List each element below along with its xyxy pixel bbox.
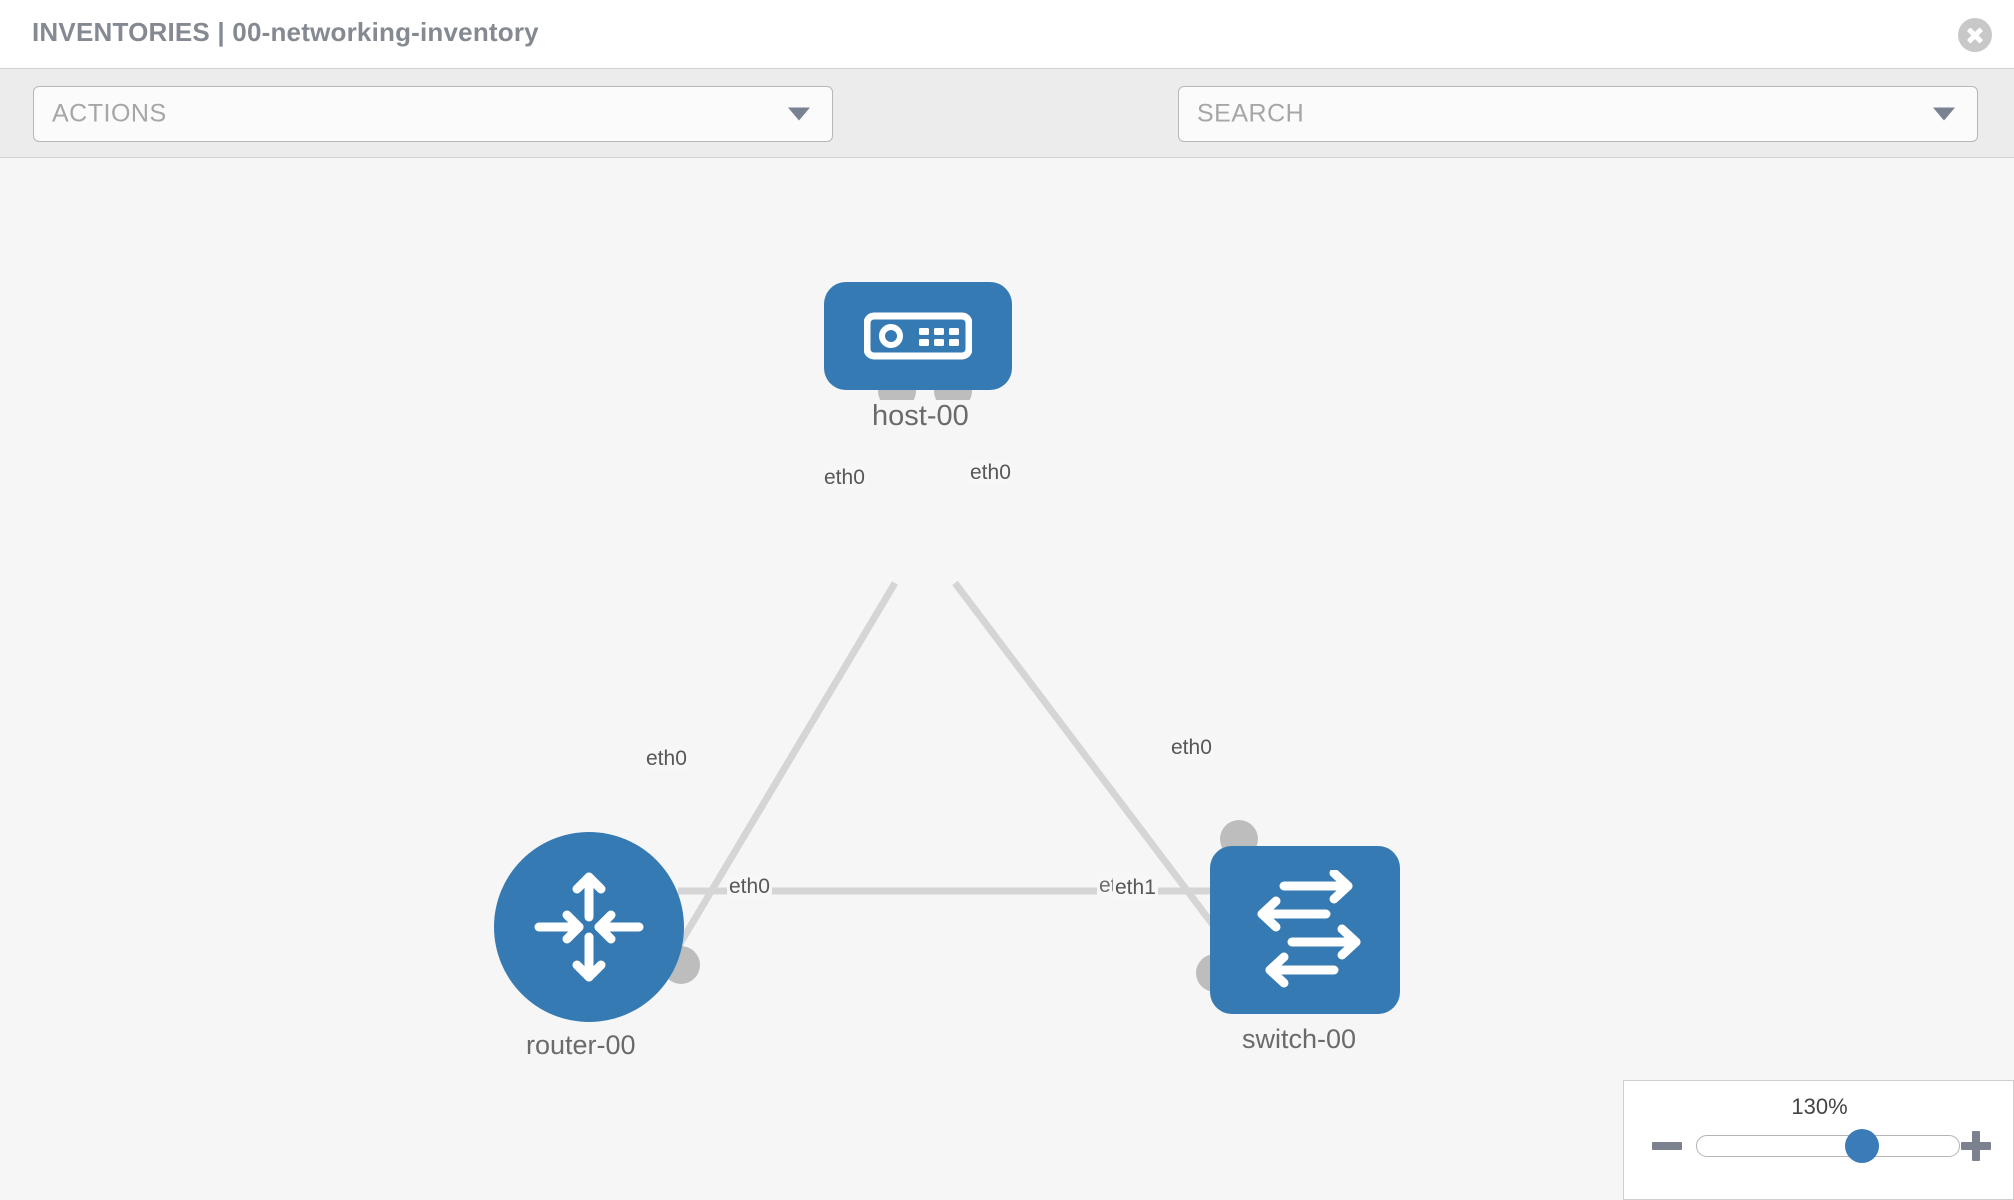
port-label-switch-top: eth0 (1169, 736, 1214, 760)
actions-dropdown-label: ACTIONS (52, 99, 167, 128)
search-dropdown[interactable]: SEARCH (1178, 86, 1978, 142)
zoom-in-button[interactable] (1959, 1129, 1993, 1163)
node-label-router: router-00 (524, 1030, 638, 1061)
toolbar: ACTIONS SEARCH (0, 68, 2014, 199)
zoom-slider-track[interactable] (1696, 1135, 1960, 1157)
link-host-router[interactable] (646, 581, 899, 996)
topology-canvas[interactable]: host-00 eth0 eth0 eth0 eth0 (0, 158, 2014, 1200)
link-host-switch[interactable] (952, 580, 1241, 961)
zoom-control-panel: 130% (1623, 1080, 2014, 1200)
chevron-down-icon (1933, 107, 1955, 121)
port-label-switch-left: eth1 (1113, 876, 1158, 900)
search-input-placeholder: SEARCH (1197, 99, 1305, 128)
port-label-host-right: eth0 (968, 461, 1013, 485)
server-icon (864, 312, 972, 360)
page-title: INVENTORIES | 00-networking-inventory (32, 17, 539, 47)
port-label-router-right: eth0 (727, 875, 772, 899)
router-arrows-icon (534, 872, 644, 982)
zoom-level-value: 130% (1791, 1094, 1848, 1119)
close-icon[interactable] (1958, 18, 1992, 52)
actions-dropdown[interactable]: ACTIONS (33, 86, 833, 142)
chevron-down-icon (788, 107, 810, 121)
node-label-host: host-00 (870, 400, 971, 433)
host-node-shape[interactable] (824, 282, 1012, 390)
port-label-router-top: eth0 (644, 747, 689, 771)
zoom-out-button[interactable] (1650, 1129, 1684, 1163)
minus-icon (1652, 1142, 1682, 1150)
node-label-switch: switch-00 (1240, 1024, 1359, 1055)
plus-icon-vertical (1972, 1131, 1980, 1161)
switch-node-shape[interactable] (1210, 846, 1400, 1014)
switch-arrows-icon (1257, 870, 1361, 988)
port-label-host-left: eth0 (822, 466, 867, 490)
zoom-slider-thumb[interactable] (1845, 1129, 1880, 1163)
header-bar: INVENTORIES | 00-networking-inventory (0, 0, 2014, 68)
router-node-shape[interactable] (494, 832, 684, 1022)
